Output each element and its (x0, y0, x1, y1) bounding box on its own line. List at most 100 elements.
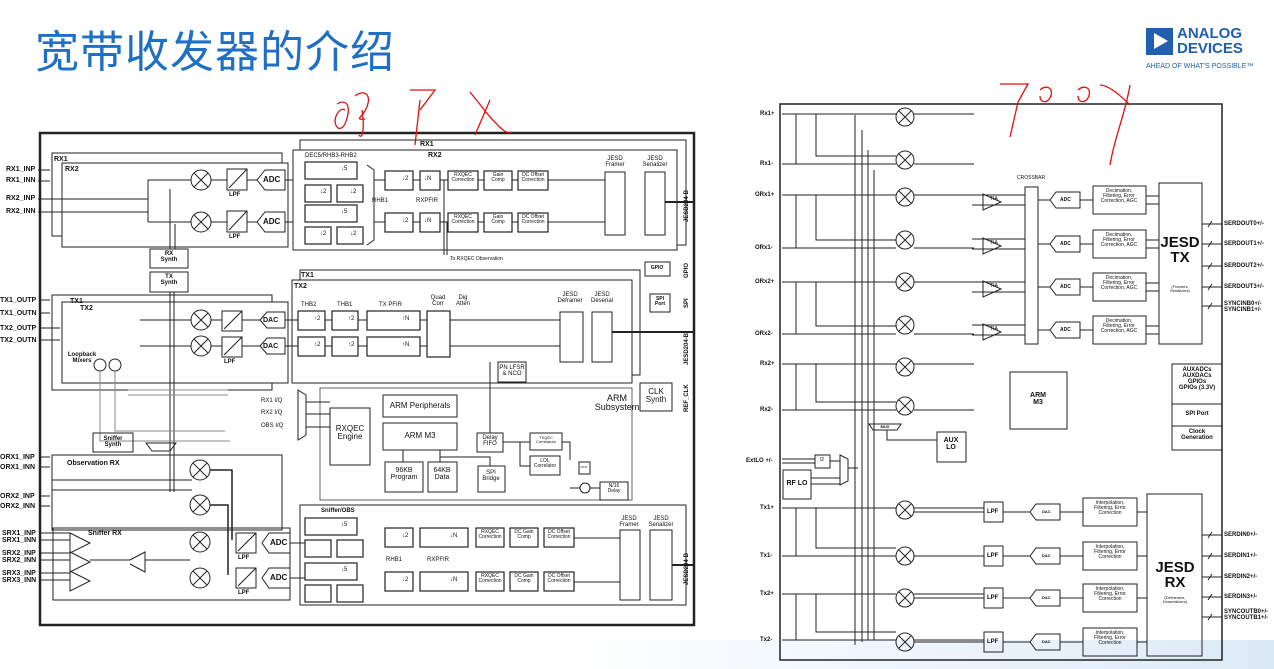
left-dig-atten-label: Dig Atten (455, 295, 471, 307)
right-interpolation-label: Interpolation, Filtering, Error Correcti… (1094, 500, 1126, 516)
left-side-gpio-label: GPIO (684, 262, 690, 278)
mixer-icon (895, 357, 915, 377)
left-sniffer-obs-label: Sniffer/OBS (321, 508, 355, 514)
left-lpf-label: LPF (229, 234, 241, 240)
left-down5-label: ↓5 (341, 567, 348, 573)
left-jesd-framer-label: JESD Framer (619, 516, 639, 528)
right-pins-left-9-label: Tx1+ (760, 505, 774, 511)
right-adc-label: ADC (1060, 327, 1071, 333)
right-crossbar-label: CROSSBAR (1017, 175, 1046, 181)
left-rx2-dig-label: RX2 (428, 152, 442, 159)
left-dc-gain-comp-label: DC Gain Comp (514, 529, 534, 540)
right-spi-port-label: SPI Port (1185, 411, 1209, 417)
page-title: 宽带收发器的介绍 (35, 27, 395, 78)
right-pins-left-3-label: ORx1- (755, 245, 773, 251)
left-obs-iq-label: OBS I/Q (261, 423, 284, 429)
left-rxqec-engine-label: RXQEC Engine (335, 424, 365, 441)
left-tx1-dig-label: TX1 (301, 272, 314, 279)
left-thb1-label: THB1 (337, 302, 353, 308)
rx-mixer-icon (190, 169, 212, 191)
left-jesd-framer-label: JESD Framer (605, 156, 625, 168)
left-rx2-label: RX2 (65, 166, 79, 173)
left-up2-label: ↑2 (314, 342, 321, 348)
dac-icon (914, 589, 1147, 607)
mixer-icon (895, 315, 915, 335)
right-jesd-tx-label: JESD TX (1160, 234, 1200, 266)
left-side-jesd-top-label: JESD204-B (684, 189, 690, 222)
left-rxpfir-label: RXPFIR (427, 557, 450, 563)
left-orx1-inn-label: ORX1_INN (0, 464, 36, 471)
left-rx1-iq-label: RX1 I/Q (261, 398, 283, 404)
left-rx2-iq-label: RX2 I/Q (261, 410, 283, 416)
left-clk-synth-label: CLK Synth (645, 387, 667, 404)
left-sniffer-rx-label: Sniffer RX (88, 530, 122, 537)
left-rhb1-label: RHB1 (372, 198, 389, 204)
left-dc-offset-label: DC Offset Correction (547, 573, 571, 584)
right-pins-left-10-label: Tx1- (760, 553, 773, 559)
left-jesd-deserial-label: JESD Deserial (590, 292, 614, 304)
left-rxqec-label: RXQEC Correction (478, 529, 502, 540)
left-dec-label: DEC5/RHB3-RHB2 (305, 153, 357, 159)
left-dc-gain-comp-label: DC Gain Comp (514, 573, 534, 584)
left-dac-label: DAC (263, 317, 279, 324)
left-side-jesd-mid-label: JESD204-B (684, 332, 690, 365)
right-aux-lo-label: AUX LO (943, 437, 959, 451)
left-down2-label: ↓2 (402, 176, 409, 182)
right-serdin-3-label: SERDIN3+/- (1224, 594, 1258, 600)
adc-icon (1049, 191, 1159, 209)
logo-brand: ANALOG DEVICES (1177, 25, 1243, 57)
tia-amp-icon (972, 323, 1050, 341)
left-up2-label: ↑2 (348, 316, 355, 322)
left-rxpfir-label: RXPFIR (416, 198, 439, 204)
right-interpolation-label: Interpolation, Filtering, Error Correcti… (1094, 586, 1126, 602)
left-srx2-inn-label: SRX2_INN (2, 557, 37, 564)
left-jesd-serializer-label: JESD Serializer (648, 516, 674, 528)
left-side-jesd-bot-label: JESD204-B (684, 552, 690, 585)
interpolation-block (1082, 627, 1138, 657)
right-pins-left-11-label: Tx2+ (760, 591, 774, 597)
mixer-icon (895, 500, 915, 520)
right-serdout-1-label: SERDOUT1+/- (1224, 241, 1264, 247)
decimation-block (1092, 229, 1147, 259)
right-mux-label: MUX (880, 424, 890, 429)
right-lpf-label: LPF (987, 553, 999, 559)
right-rf-lo-label: RF LO (786, 480, 808, 487)
right-dac-label: DAC (1042, 639, 1051, 644)
left-downN-label: ↓N (450, 533, 458, 539)
left-rx1-inp-label: RX1_INP (6, 166, 36, 173)
left-upN-label: ↑N (402, 316, 410, 322)
left-lpf-label: LPF (229, 192, 241, 198)
left-tx2-dig-label: TX2 (294, 283, 307, 290)
left-tx1-outn-label: TX1_OUTN (0, 310, 37, 317)
logo-tagline: AHEAD OF WHAT'S POSSIBLE™ (1146, 63, 1254, 70)
left-rx1-inn-label: RX1_INN (6, 177, 36, 184)
left-gain-comp-label: Gain Comp (491, 214, 505, 225)
left-up2-label: ↑2 (348, 342, 355, 348)
right-lpf-label: LPF (987, 639, 999, 645)
right-adc-label: ADC (1060, 197, 1071, 203)
right-serdout-0-label: SERDOUT0+/- (1224, 221, 1264, 227)
right-lpf-label: LPF (987, 509, 999, 515)
left-tx1-outp-label: TX1_OUTP (0, 297, 37, 304)
left-data-label: 64KB Data (433, 467, 451, 481)
right-pins-left-0-label: Rx1+ (760, 111, 775, 117)
right-pins-left-7-label: Rx2- (760, 407, 774, 413)
analog-devices-logo: ANALOG DEVICES AHEAD OF WHAT'S POSSIBLE™ (1146, 25, 1271, 76)
right-serdin-0-label: SERDIN0+/- (1224, 532, 1258, 538)
right-dac-label: DAC (1042, 553, 1051, 558)
adc-icon (1049, 321, 1159, 339)
left-arm-m3-label: ARM M3 (404, 431, 436, 440)
left-upN-label: ↑N (402, 342, 410, 348)
dac-icon (914, 503, 1147, 521)
left-dac-label: DAC (263, 343, 279, 350)
left-tx2-label: TX2 (80, 305, 93, 312)
left-arm-subsystem-label: ARM Subsystem (594, 393, 640, 412)
left-program-label: 96KB Program (390, 467, 418, 481)
right-pins-left-6-label: Rx2+ (760, 361, 775, 367)
left-rx1-label: RX1 (54, 156, 68, 163)
right-dac-label: DAC (1042, 595, 1051, 600)
left-thb2-label: THB2 (301, 302, 317, 308)
right-pins-left-4-label: ORx2+ (755, 279, 775, 285)
left-tx-pfir-label: TX PFIR (379, 302, 403, 308)
